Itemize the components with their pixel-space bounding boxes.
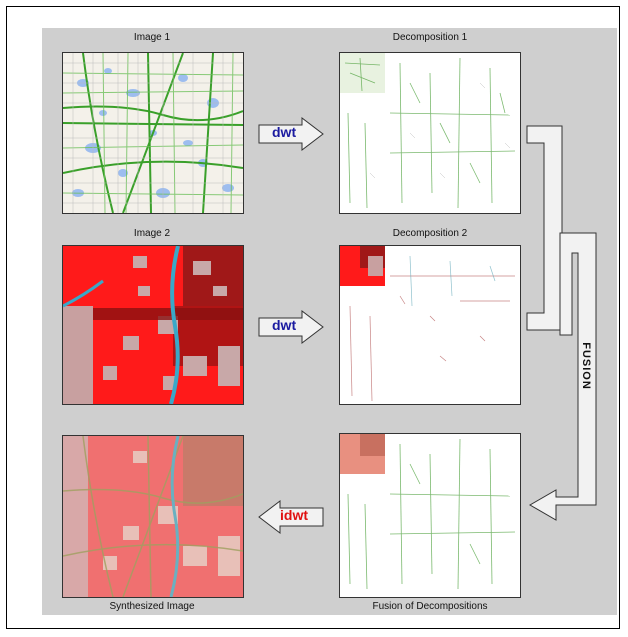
idwt-arrow: [258, 499, 324, 539]
dwt-label-2: dwt: [272, 317, 297, 333]
decomposition-1-image: [339, 52, 521, 214]
dwt-arrow-1: [258, 116, 324, 156]
label-synthesized-image: Synthesized Image: [109, 601, 195, 612]
label-image-1: Image 1: [133, 32, 171, 43]
label-image-2: Image 2: [133, 228, 171, 239]
fusion-bracket: [526, 125, 606, 550]
dwt-label-1: dwt: [272, 124, 297, 140]
fusion-of-decompositions-image: [339, 433, 521, 598]
label-fusion-of-decompositions: Fusion of Decompositions: [372, 601, 488, 612]
decomposition-2-image: [339, 245, 521, 405]
fusion-label: FUSION: [579, 342, 592, 390]
image-2-classified: [62, 245, 244, 405]
idwt-label: idwt: [280, 507, 308, 523]
image-1-map: [62, 52, 244, 214]
dwt-arrow-2: [258, 309, 324, 349]
label-decomposition-2: Decomposition 2: [392, 228, 468, 239]
label-decomposition-1: Decomposition 1: [392, 32, 468, 43]
synthesized-image: [62, 435, 244, 598]
